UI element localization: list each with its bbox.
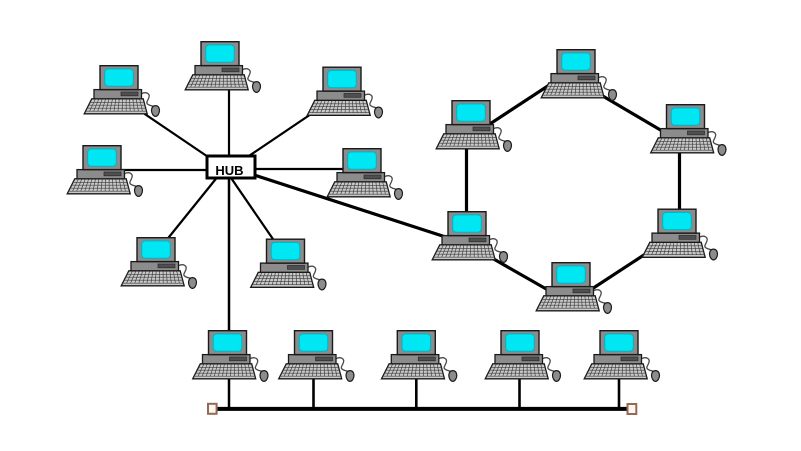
svg-text:HUB: HUB [215, 163, 243, 178]
